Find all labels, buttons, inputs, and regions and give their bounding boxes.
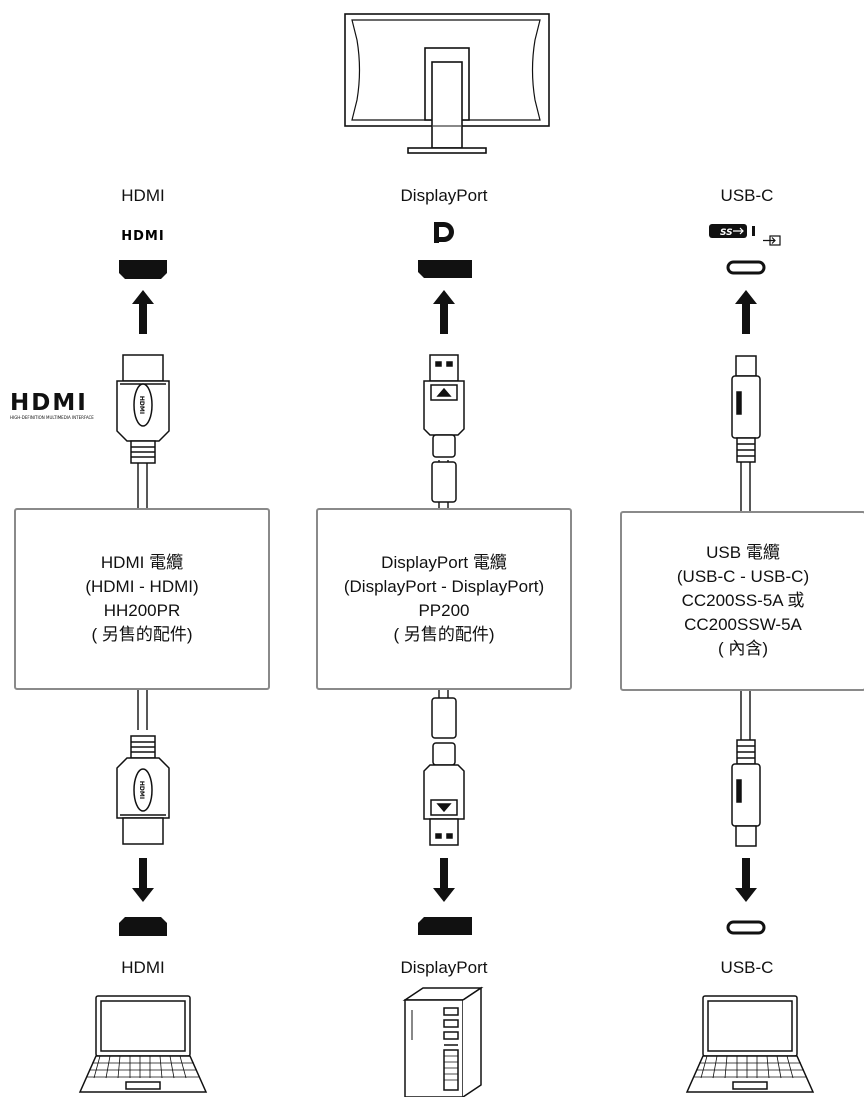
displayport-cable-type: (DisplayPort - DisplayPort) [343,577,545,596]
usb-ss-logo-icon: SS [709,224,755,238]
displayport-port-icon [418,260,472,278]
svg-text:HDMI: HDMI [138,396,145,414]
usbc-cable-type: (USB-C - USB-C) [676,567,810,586]
hdmi-port-bottom-icon [119,917,167,936]
hdmi-cable-type: (HDMI - HDMI) [85,577,199,596]
hdmi-logo-icon: HDMI [121,229,164,244]
usbc-plug-bottom-icon [731,739,761,847]
svg-text:HDMI: HDMI [121,229,164,244]
displayport-cable-note: ( 另售的配件) [393,625,495,644]
usbc-cable-box: USB 電纜 (USB-C - USB-C) CC200SS-5A 或 CC20… [620,511,864,691]
displayport-cable-name: DisplayPort 電纜 [381,553,507,572]
bottom-label-usbc: USB-C [720,958,774,977]
usbc-cable-name: USB 電纜 [706,543,780,562]
arrow-down-icon [132,858,757,902]
hdmi-cable-box: HDMI 電纜 (HDMI - HDMI) HH200PR ( 另售的配件) [14,508,270,690]
hdmi-port-icon [119,260,167,279]
bottom-label-displayport: DisplayPort [400,958,488,977]
input-icon [763,235,781,246]
usbc-cable-model-1: CC200SS-5A 或 [681,591,805,610]
hdmi-cable-name: HDMI 電纜 [100,553,184,572]
svg-text:HDMI: HDMI [10,390,88,416]
svg-text:HIGH-DEFINITION MULTIMEDIA INT: HIGH-DEFINITION MULTIMEDIA INTERFACE [10,415,94,420]
hdmi-cable-model: HH200PR [103,601,181,620]
desktop-tower-icon [402,986,484,1097]
hdmi-plug-bottom-icon: HDMI [116,735,170,845]
displayport-cable-model: PP200 [418,601,470,620]
svg-text:SS: SS [720,228,733,238]
laptop-right-icon [685,995,815,1093]
displayport-plug-bottom-icon [423,697,465,846]
displayport-cable-box: DisplayPort 電纜 (DisplayPort - DisplayPor… [316,508,572,690]
usbc-cable-note: ( 內含) [717,639,769,658]
hdmi-cable-note: ( 另售的配件) [91,625,193,644]
usbc-port-bottom-icon [726,920,766,935]
displayport-plug-icon [423,354,465,503]
svg-text:HDMI: HDMI [138,781,145,799]
displayport-logo-icon [434,222,454,243]
top-label-hdmi: HDMI [121,186,165,205]
top-label-usbc: USB-C [720,186,774,205]
displayport-port-bottom-icon [418,917,472,935]
bottom-label-hdmi: HDMI [121,958,165,977]
usbc-plug-icon [731,355,761,463]
laptop-icon [78,995,208,1093]
usbc-cable-model-2: CC200SSW-5A [684,615,802,634]
arrow-up-icon [132,290,757,334]
usbc-port-icon [726,260,766,275]
hdmi-large-logo-icon: HDMI HIGH-DEFINITION MULTIMEDIA INTERFAC… [10,390,94,420]
top-label-displayport: DisplayPort [400,186,488,205]
monitor-icon [344,13,550,154]
hdmi-plug-icon: HDMI [116,354,170,464]
